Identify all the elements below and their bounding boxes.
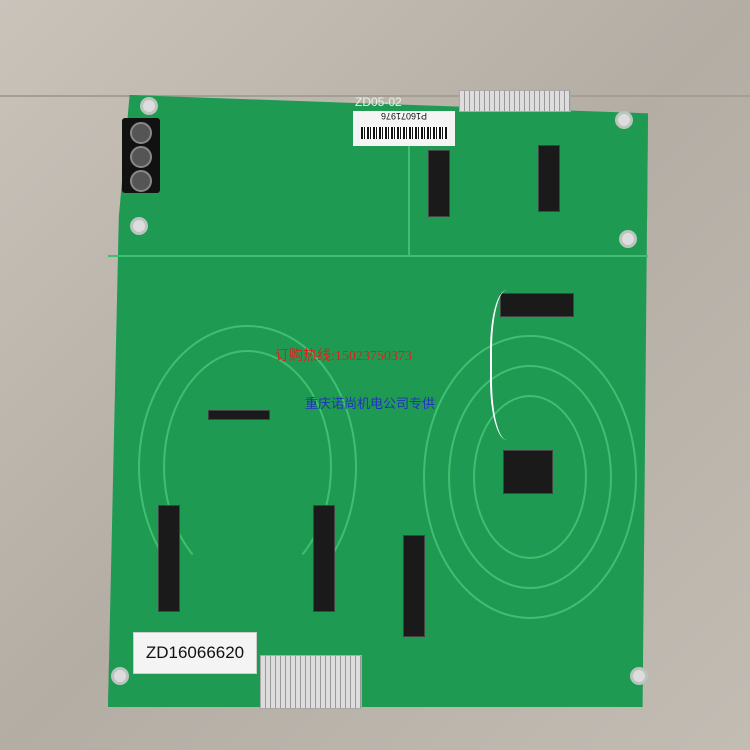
ic-chip xyxy=(428,150,450,217)
model-silkscreen: ZD05-02 xyxy=(355,95,402,109)
ic-chip xyxy=(403,535,425,637)
barcode-text: P16071976 xyxy=(380,111,428,121)
cardboard-crease xyxy=(0,95,750,97)
trace xyxy=(108,255,648,257)
ic-chip xyxy=(313,505,335,612)
mounting-hole xyxy=(140,97,158,115)
screw xyxy=(130,146,152,168)
top-connector xyxy=(459,90,571,112)
screw xyxy=(130,170,152,192)
ic-chip xyxy=(158,505,180,612)
arc-trace xyxy=(163,350,332,584)
mounting-hole xyxy=(615,111,633,129)
terminal-block xyxy=(122,118,160,193)
display-module xyxy=(503,450,553,494)
mounting-hole xyxy=(130,217,148,235)
trace xyxy=(408,125,410,255)
mounting-hole xyxy=(630,667,648,685)
bottom-connector xyxy=(260,655,362,709)
ic-chip xyxy=(538,145,560,212)
ring-trace xyxy=(448,365,612,589)
arc-trace xyxy=(138,325,357,609)
screw xyxy=(130,122,152,144)
hotline-watermark: 订购热线:15023750373 xyxy=(275,349,412,364)
mounting-hole xyxy=(111,667,129,685)
serial-label: ZD16066620 xyxy=(133,632,257,674)
ic-chip xyxy=(208,410,270,420)
jumper-wire xyxy=(490,290,532,440)
barcode-label: P16071976 xyxy=(353,111,455,146)
barcode xyxy=(361,127,447,139)
supplier-watermark: 重庆诺尚机电公司专供 xyxy=(305,396,436,411)
mounting-hole xyxy=(619,230,637,248)
